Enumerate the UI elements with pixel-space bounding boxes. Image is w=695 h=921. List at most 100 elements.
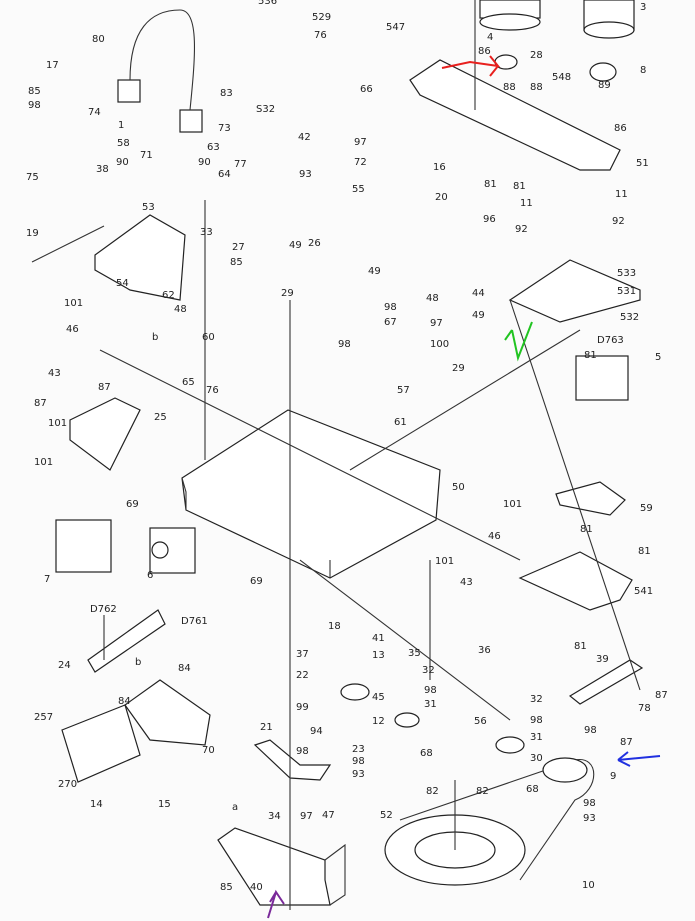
part-label-73: 73 [218,123,231,134]
part-label-548: 548 [552,72,571,83]
pulley-8 [589,62,617,82]
part-label-65: 65 [182,377,195,388]
part-label-d763: D763 [597,335,624,346]
part-label-a: a [232,802,238,813]
part-label-74: 74 [88,107,101,118]
part-label-98: 98 [530,715,543,726]
part-label-529: 529 [312,12,331,23]
part-label-98: 98 [352,756,365,767]
part-label-81: 81 [574,641,587,652]
gear-31 [495,736,525,754]
part-label-8: 8 [640,65,646,76]
part-label-90: 90 [198,157,211,168]
part-label-98: 98 [583,798,596,809]
pulley-30 [542,757,588,783]
gear-45 [340,683,370,701]
part-label-3: 3 [640,2,646,13]
part-label-19: 19 [26,228,39,239]
bracket-24 [87,609,166,673]
part-label-93: 93 [583,813,596,824]
part-label-92: 92 [515,224,528,235]
part-label-85: 85 [220,882,233,893]
part-label-77: 77 [234,159,247,170]
part-label-36: 36 [478,645,491,656]
part-label-75: 75 [26,172,39,183]
part-label-98: 98 [584,725,597,736]
part-label-15: 15 [158,799,171,810]
part-label-64: 64 [218,169,231,180]
blue-arrow-annotation [617,751,661,767]
cover-257 [61,704,141,783]
top-bracket [409,59,621,171]
part-label-92: 92 [612,216,625,227]
gear-12 [394,712,420,728]
part-label-35: 35 [408,648,421,659]
part-label-b: b [135,657,141,668]
part-label-9: 9 [610,771,616,782]
part-label-57: 57 [397,385,410,396]
part-label-98: 98 [384,302,397,313]
part-label-s32: S32 [256,104,275,115]
part-label-28: 28 [530,50,543,61]
part-label-84: 84 [178,663,191,674]
part-label-31: 31 [530,732,543,743]
part-label-58: 58 [117,138,130,149]
part-label-71: 71 [140,150,153,161]
part-label-98: 98 [28,100,41,111]
part-label-98: 98 [338,339,351,350]
part-label-38: 38 [96,164,109,175]
part-label-45: 45 [372,692,385,703]
part-label-46: 46 [488,531,501,542]
part-label-d762: D762 [90,604,117,615]
part-label-82: 82 [426,786,439,797]
part-label-27: 27 [232,242,245,253]
part-label-12: 12 [372,716,385,727]
part-label-b: b [152,332,158,343]
part-label-88: 88 [503,82,516,93]
part-label-547: 547 [386,22,405,33]
part-label-93: 93 [352,769,365,780]
part-label-81: 81 [580,524,593,535]
part-label-48: 48 [426,293,439,304]
part-label-101: 101 [48,418,67,429]
base-plate-40 [217,827,331,906]
part-label-52: 52 [380,810,393,821]
part-label-61: 61 [394,417,407,428]
part-label-101: 101 [503,499,522,510]
part-label-53: 53 [142,202,155,213]
pcb-532 [508,259,641,323]
part-label-94: 94 [310,726,323,737]
part-label-49: 49 [368,266,381,277]
part-label-87: 87 [34,398,47,409]
part-label-93: 93 [299,169,312,180]
part-label-66: 66 [360,84,373,95]
part-label-97: 97 [354,137,367,148]
part-label-29: 29 [281,288,294,299]
part-label-81: 81 [513,181,526,192]
part-label-69: 69 [250,576,263,587]
bracket-59 [555,481,626,516]
part-label-97: 97 [300,811,313,822]
part-label-81: 81 [584,350,597,361]
part-label-100: 100 [430,339,449,350]
pcb-541 [518,551,633,611]
solenoid-5 [575,355,629,401]
part-label-90: 90 [116,157,129,168]
part-label-76: 76 [206,385,219,396]
part-label-5: 5 [655,352,661,363]
shaft-19 [31,225,105,263]
part-label-1: 1 [118,120,124,131]
part-label-41: 41 [372,633,385,644]
part-label-84: 84 [118,696,131,707]
part-label-85: 85 [28,86,41,97]
part-label-87: 87 [98,382,111,393]
part-label-29: 29 [452,363,465,374]
part-label-81: 81 [638,546,651,557]
part-label-101: 101 [64,298,83,309]
part-label-14: 14 [90,799,103,810]
part-label-10: 10 [582,880,595,891]
left-frame-54 [94,214,186,301]
part-label-87: 87 [655,690,668,701]
part-label-68: 68 [420,748,433,759]
